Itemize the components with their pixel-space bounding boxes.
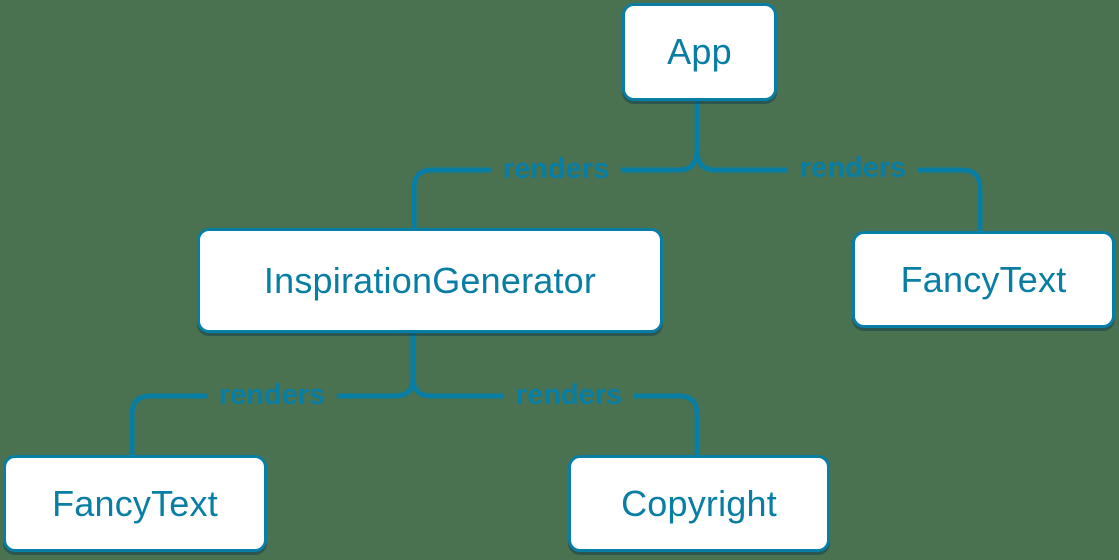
node-inspiration-generator: InspirationGenerator bbox=[197, 228, 663, 333]
node-fancy-text: FancyText bbox=[3, 455, 267, 552]
edge-label-renders: renders bbox=[490, 153, 622, 186]
edge-label-renders: renders bbox=[503, 379, 635, 412]
node-app: App bbox=[622, 3, 777, 101]
node-copyright: Copyright bbox=[568, 455, 830, 552]
edge-label-renders: renders bbox=[206, 379, 338, 412]
edge-label-renders: renders bbox=[787, 152, 919, 185]
node-fancy-text: FancyText bbox=[852, 231, 1115, 328]
